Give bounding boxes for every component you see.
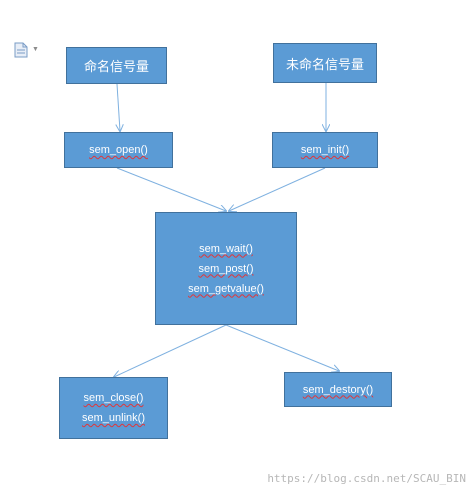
node-sem-unlink-label: sem_unlink() [82,412,145,424]
node-sem-getvalue-label: sem_getvalue() [188,282,264,295]
node-sem-open: sem_open() [64,132,173,168]
node-sem-destory: sem_destory() [284,372,392,407]
arrow-open-to-center [116,167,226,211]
node-sem-init-label: sem_init() [300,144,350,156]
node-named-semaphore: 命名信号量 [66,47,167,84]
node-close-unlink: sem_close() sem_unlink() [59,377,168,439]
node-sem-open-label: sem_open() [89,144,148,156]
node-sem-init: sem_init() [272,132,378,168]
caret-down-icon: ▼ [32,46,39,53]
node-unnamed-semaphore-label: 未命名信号量 [285,56,364,72]
node-sem-destory-label: sem_destory() [302,383,374,396]
watermark-url: https://blog.csdn.net/SCAU_BIN [267,472,466,485]
arrow-named-to-open [117,83,120,131]
corner-document-icon [14,42,28,58]
arrow-center-to-close [114,324,227,377]
node-named-semaphore-label: 命名信号量 [83,59,149,74]
arrow-center-to-destory [225,324,339,371]
node-wait-post-getvalue: sem_wait() sem_post() sem_getvalue() [155,212,297,325]
node-sem-wait-label: sem_wait() [199,242,253,255]
arrow-init-to-center [229,167,326,211]
node-unnamed-semaphore: 未命名信号量 [273,43,377,83]
node-sem-close-label: sem_close() [83,392,144,404]
node-sem-post-label: sem_post() [198,262,254,275]
